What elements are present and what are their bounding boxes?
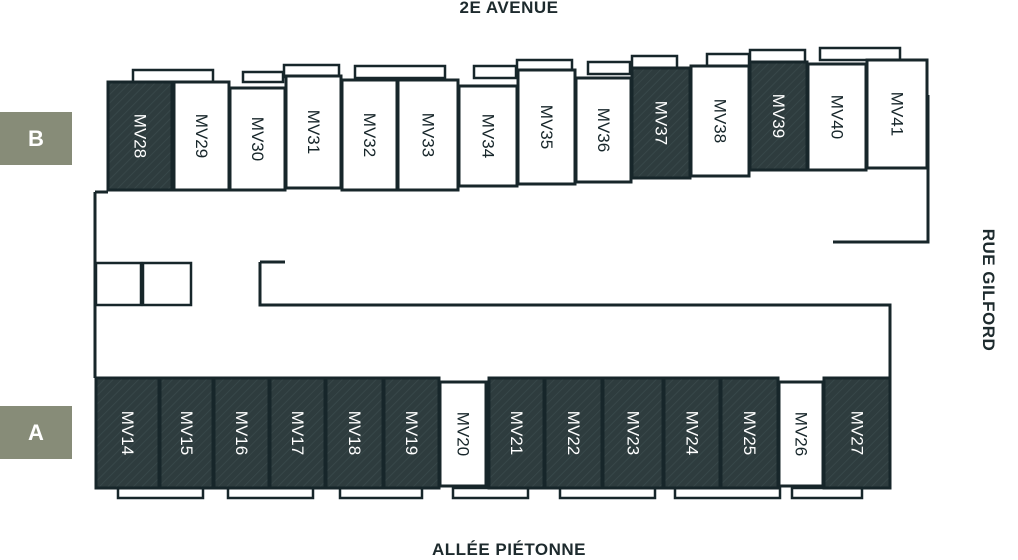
unit-mv40[interactable]: MV40 [806, 62, 868, 172]
unit-mv30[interactable]: MV30 [228, 86, 287, 192]
unit-mv28[interactable]: MV28 [106, 80, 174, 192]
unit-shape[interactable] [94, 376, 161, 490]
unit-label: MV17 [288, 411, 307, 455]
unit-label: MV32 [360, 113, 379, 157]
unit-mv16[interactable]: MV16 [212, 376, 271, 490]
unit-shape[interactable] [158, 376, 215, 490]
unit-label: MV27 [848, 411, 867, 455]
unit-mv36[interactable]: MV36 [574, 76, 633, 184]
unit-label: MV33 [419, 113, 438, 157]
unit-mv33[interactable]: MV33 [396, 78, 460, 192]
unit-label: MV19 [402, 411, 421, 455]
unit-shape[interactable] [487, 376, 546, 490]
unit-mv38[interactable]: MV38 [689, 64, 751, 178]
unit-mv19[interactable]: MV19 [382, 376, 441, 490]
unit-shape[interactable] [396, 78, 460, 192]
storage-boxes [94, 261, 193, 307]
unit-shape[interactable] [172, 80, 231, 192]
unit-label: MV18 [345, 411, 364, 455]
unit-mv27[interactable]: MV27 [822, 376, 892, 490]
unit-label: MV40 [828, 95, 847, 139]
unit-mv41[interactable]: MV41 [865, 58, 929, 170]
unit-label: MV15 [177, 411, 196, 455]
unit-shape[interactable] [574, 76, 633, 184]
unit-shape[interactable] [822, 376, 892, 490]
unit-mv23[interactable]: MV23 [601, 376, 665, 490]
unit-mv15[interactable]: MV15 [158, 376, 215, 490]
unit-mv18[interactable]: MV18 [324, 376, 385, 490]
unit-shape[interactable] [106, 80, 174, 192]
unit-label: MV25 [740, 411, 759, 455]
unit-label: MV29 [192, 114, 211, 158]
street-label-north: 2E AVENUE [459, 0, 559, 17]
unit-mv22[interactable]: MV22 [543, 376, 604, 490]
unit-shape[interactable] [689, 64, 751, 178]
unit-label: MV41 [888, 92, 907, 136]
unit-label: MV14 [118, 411, 137, 455]
unit-mv34[interactable]: MV34 [457, 84, 519, 188]
unit-shape[interactable] [324, 376, 385, 490]
unit-shape[interactable] [284, 74, 343, 190]
unit-label: MV38 [711, 99, 730, 143]
unit-shape[interactable] [457, 84, 519, 188]
block-b-terrace-4 [353, 64, 447, 80]
block-b-terrace-10 [748, 48, 807, 64]
unit-shape[interactable] [865, 58, 929, 170]
block-b-terrace-7 [586, 60, 632, 76]
unit-label: MV35 [537, 105, 556, 149]
unit-shape[interactable] [438, 380, 488, 488]
unit-shape[interactable] [748, 60, 809, 172]
block-b-terrace-8 [630, 54, 679, 70]
unit-shape[interactable] [228, 86, 287, 192]
unit-label: MV34 [479, 114, 498, 158]
unit-label: MV30 [248, 117, 267, 161]
unit-mv39[interactable]: MV39 [748, 60, 809, 172]
unit-shape[interactable] [340, 78, 399, 192]
block-b-terrace-5 [472, 64, 518, 80]
unit-shape[interactable] [543, 376, 604, 490]
unit-label: MV39 [769, 94, 788, 138]
block-a-badge[interactable]: A [0, 406, 72, 459]
unit-label: MV36 [594, 108, 613, 152]
unit-label: MV28 [131, 114, 150, 158]
block-a-units: MV14 MV15 MV16 MV17 MV18 MV19 MV20 MV21 MV22 MV23… [94, 376, 892, 500]
unit-label: MV21 [507, 411, 526, 455]
unit-mv20[interactable]: MV20 [438, 380, 488, 488]
unit-shape[interactable] [630, 66, 692, 180]
street-label-south: ALLÉE PIÉTONNE [431, 540, 587, 559]
unit-mv17[interactable]: MV17 [268, 376, 327, 490]
unit-mv31[interactable]: MV31 [284, 74, 343, 190]
unit-mv24[interactable]: MV24 [662, 376, 722, 490]
unit-mv21[interactable]: MV21 [487, 376, 546, 490]
block-b-terrace-11 [818, 46, 902, 62]
unit-mv26[interactable]: MV26 [777, 380, 825, 488]
unit-shape[interactable] [662, 376, 722, 490]
unit-mv29[interactable]: MV29 [172, 80, 231, 192]
unit-mv32[interactable]: MV32 [340, 78, 399, 192]
block-b-terrace-2 [241, 70, 285, 84]
block-b-terrace-9 [705, 52, 751, 68]
unit-label: MV31 [304, 110, 323, 154]
unit-label: MV22 [564, 411, 583, 455]
block-b-badge[interactable]: B [0, 112, 72, 165]
unit-label: MV37 [652, 101, 671, 145]
unit-label: MV24 [683, 411, 702, 455]
unit-mv35[interactable]: MV35 [516, 68, 577, 186]
block-b-units: MV28 MV29 MV30 MV31 MV32 MV33 MV34 MV35 MV36 MV37… [106, 46, 929, 192]
unit-mv14[interactable]: MV14 [94, 376, 161, 490]
unit-mv37[interactable]: MV37 [630, 66, 692, 180]
unit-mv25[interactable]: MV25 [719, 376, 780, 490]
unit-label: MV16 [232, 411, 251, 455]
unit-label: MV23 [624, 411, 643, 455]
unit-label: MV26 [792, 412, 811, 456]
block-b-terrace-1 [131, 68, 215, 84]
unit-label: MV20 [454, 412, 473, 456]
